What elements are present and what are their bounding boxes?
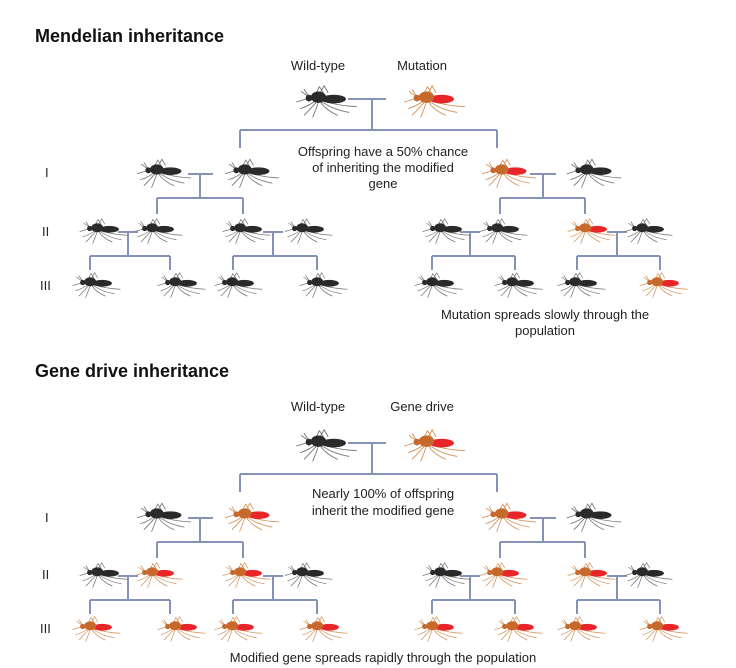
wild-type-mosquito-icon <box>299 272 348 298</box>
wild-type-mosquito-icon <box>557 272 606 298</box>
modified-mosquito-icon <box>157 616 206 642</box>
wild-type-mosquito-icon <box>296 429 357 462</box>
wild-type-mosquito-icon <box>284 562 333 588</box>
pedigree-lines <box>89 98 661 270</box>
pedigree-connector <box>89 231 171 270</box>
wild-type-mosquito-icon <box>225 159 279 188</box>
mutation-label: Mutation <box>397 58 447 73</box>
modified-mosquito-icon <box>639 616 688 642</box>
pedigree-connector <box>431 575 516 614</box>
wild-type-mosquito-icon <box>624 218 673 244</box>
pedigree-connector <box>431 231 516 270</box>
pedigree-connector <box>239 98 498 148</box>
gene-drive-title: Gene drive inheritance <box>35 361 229 381</box>
modified-mosquito-icon <box>404 85 465 118</box>
gene-drive-label: Gene drive <box>390 399 454 414</box>
offspring-note-line1: Offspring have a 50% chance <box>298 144 468 159</box>
mendelian-title: Mendelian inheritance <box>35 26 224 46</box>
pedigree-connector <box>499 517 586 558</box>
pedigree-connector <box>576 575 661 614</box>
modified-mosquito-icon <box>214 616 263 642</box>
modified-mosquito-icon <box>299 616 348 642</box>
wild-type-mosquito-icon <box>567 503 621 532</box>
caption-line2: population <box>515 323 575 338</box>
modified-mosquito-icon <box>494 616 543 642</box>
modified-mosquito-icon <box>482 503 536 532</box>
wild-type-mosquito-icon <box>214 272 263 298</box>
pedigree-lines <box>89 442 661 614</box>
wild-type-mosquito-icon <box>157 272 206 298</box>
generation-label-iii: III <box>40 621 51 636</box>
mendelian-section: Mendelian inheritance Wild-type Mutation… <box>35 26 688 338</box>
wild-type-label: Wild-type <box>291 58 345 73</box>
pedigree-connector <box>232 231 318 270</box>
pedigree-connector <box>156 517 244 558</box>
pedigree-connector <box>232 575 318 614</box>
pedigree-connector <box>89 575 171 614</box>
pedigree-connector <box>576 231 661 270</box>
wild-type-mosquito-icon <box>284 218 333 244</box>
generation-label-iii: III <box>40 278 51 293</box>
wild-type-mosquito-icon <box>624 562 673 588</box>
generation-label-i: I <box>45 165 49 180</box>
modified-mosquito-icon <box>404 429 465 462</box>
modified-mosquito-icon <box>557 616 606 642</box>
caption-line1: Mutation spreads slowly through the <box>441 307 649 322</box>
modified-mosquito-icon <box>72 616 121 642</box>
generation-label-ii: II <box>42 567 49 582</box>
mosquitoes <box>72 429 688 642</box>
pedigree-connector <box>239 442 498 492</box>
modified-mosquito-icon <box>134 562 183 588</box>
wild-type-mosquito-icon <box>296 85 357 118</box>
modified-mosquito-icon <box>225 503 279 532</box>
offspring-note-line2: inherit the modified gene <box>312 503 454 518</box>
generation-label-ii: II <box>42 224 49 239</box>
wild-type-mosquito-icon <box>137 503 191 532</box>
wild-type-mosquito-icon <box>567 159 621 188</box>
mosquitoes <box>72 85 688 298</box>
offspring-note-line1: Nearly 100% of offspring <box>312 486 454 501</box>
modified-mosquito-icon <box>479 562 528 588</box>
wild-type-label: Wild-type <box>291 399 345 414</box>
wild-type-mosquito-icon <box>414 272 463 298</box>
caption: Modified gene spreads rapidly through th… <box>230 650 536 665</box>
offspring-note-line3: gene <box>369 176 398 191</box>
modified-mosquito-icon <box>639 272 688 298</box>
modified-mosquito-icon <box>482 159 536 188</box>
pedigree-connector <box>156 173 244 214</box>
wild-type-mosquito-icon <box>72 272 121 298</box>
generation-label-i: I <box>45 510 49 525</box>
wild-type-mosquito-icon <box>134 218 183 244</box>
modified-mosquito-icon <box>414 616 463 642</box>
wild-type-mosquito-icon <box>137 159 191 188</box>
pedigree-connector <box>499 173 586 214</box>
offspring-note-line2: of inheriting the modified <box>312 160 454 175</box>
gene-drive-section: Gene drive inheritance Wild-type Gene dr… <box>35 361 688 665</box>
wild-type-mosquito-icon <box>479 218 528 244</box>
wild-type-mosquito-icon <box>494 272 543 298</box>
